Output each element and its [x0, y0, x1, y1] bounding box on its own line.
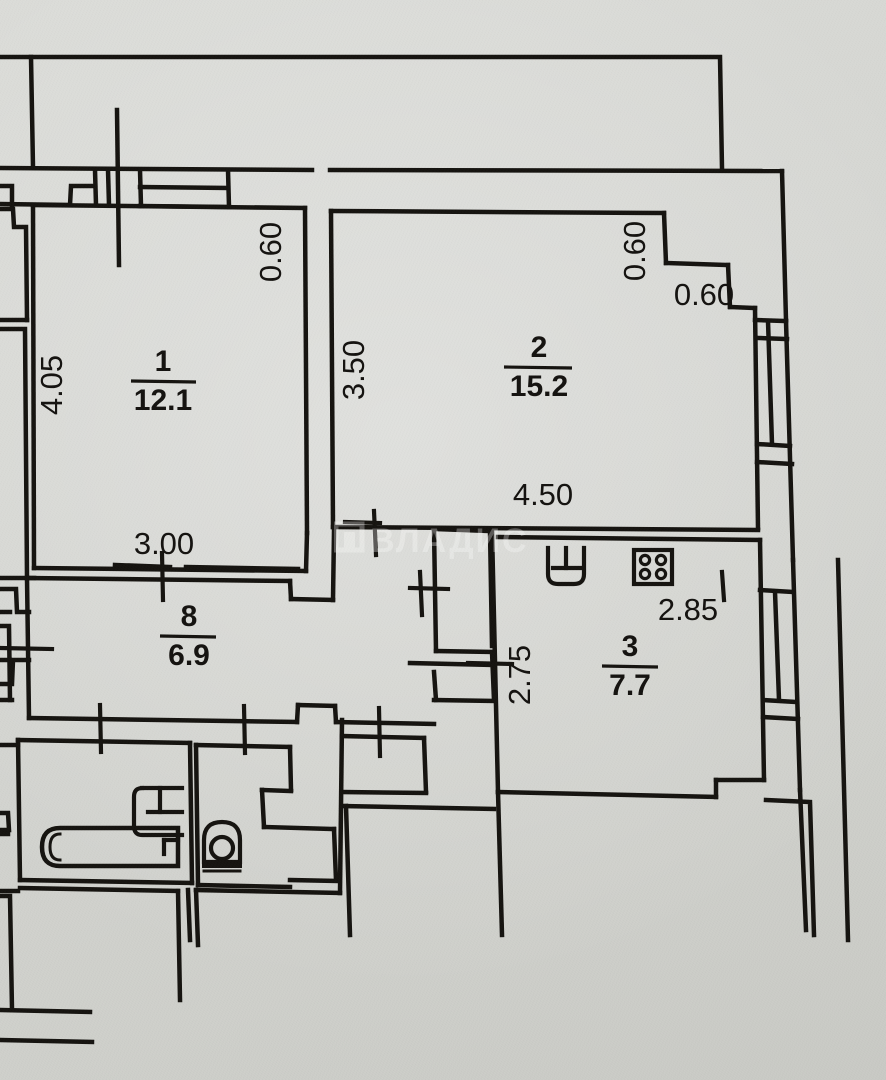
dimension-labels: 4.05 3.00 0.60 3.50 0.60 0.60 4.50 2.85 …	[34, 221, 734, 705]
kitchen-stove-icon	[631, 547, 675, 587]
room-number: 1	[155, 345, 172, 378]
room-area: 7.7	[609, 669, 651, 702]
dimension-0-60-right: 0.60	[617, 221, 652, 281]
dimension-0-60-bay: 0.60	[674, 277, 734, 312]
dimension-2-85: 2.85	[658, 592, 718, 627]
room-number: 8	[181, 600, 198, 633]
room-number: 3	[622, 630, 639, 663]
door-tick-marks	[0, 508, 727, 759]
dimension-2-75: 2.75	[502, 645, 537, 705]
room-area: 6.9	[168, 639, 210, 672]
dimension-3-00: 3.00	[134, 526, 194, 561]
room-label-3: 3 7.7	[601, 630, 659, 702]
dimension-4-50: 4.50	[513, 477, 573, 512]
toilet-icon	[201, 819, 243, 873]
room-label-8: 8 6.9	[159, 600, 217, 672]
dimension-4-05: 4.05	[34, 355, 69, 415]
room-labels: 1 12.1 2 15.2 3 7.7 8 6.9	[130, 331, 659, 702]
room-number: 2	[531, 331, 548, 364]
wall-lines	[0, 54, 851, 1045]
dimension-3-50: 3.50	[336, 340, 371, 400]
dimension-0-60-left: 0.60	[253, 222, 288, 282]
bathtub-icon	[39, 825, 181, 869]
room-label-2: 2 15.2	[503, 331, 573, 403]
room-area: 12.1	[134, 384, 192, 417]
room-label-1: 1 12.1	[130, 345, 197, 417]
room-area: 15.2	[510, 370, 568, 403]
kitchen-sink-icon	[545, 545, 587, 587]
